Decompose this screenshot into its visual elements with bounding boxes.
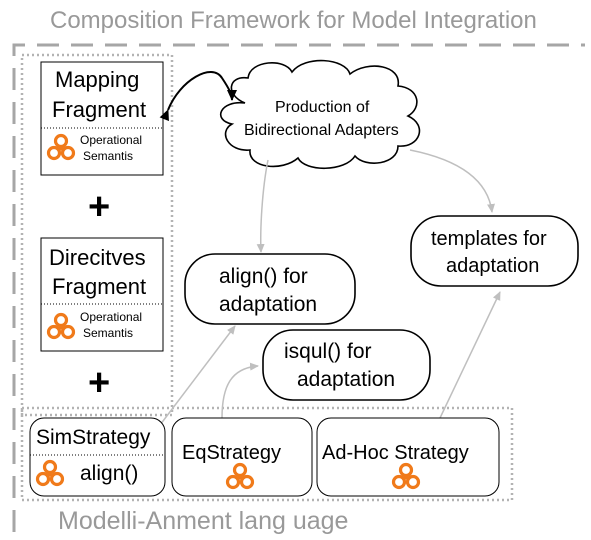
templates-box-line1: templates for — [431, 228, 547, 250]
eq-strategy-label: EqStrategy — [182, 442, 281, 464]
mapping-fragment-line2: Fragment — [52, 97, 147, 122]
directives-fragment-line1: Direcitves — [49, 245, 146, 270]
arrow-cloud-to-align — [256, 159, 269, 253]
mapping-fragment-box — [40, 61, 164, 176]
arrow-sim-to-align — [159, 325, 236, 426]
align-box-line1: align() for — [219, 265, 308, 288]
isequal-box-line2: adaptation — [297, 368, 396, 391]
adhoc-strategy-box — [316, 417, 500, 497]
adapter-production-cloud — [220, 59, 421, 169]
directives-semantics-line2: Semantis — [83, 326, 134, 340]
sim-strategy-box — [29, 417, 166, 497]
isequal-adaptation-box — [262, 329, 431, 401]
fragments-region — [20, 53, 174, 417]
cloud-line1: Production of — [275, 99, 370, 116]
modelling-language-region — [20, 406, 514, 502]
framework-border — [12, 43, 585, 532]
isequal-box-line1: isqul() for — [284, 340, 372, 363]
directives-fragment-line2: Fragment — [52, 274, 147, 299]
framework-title: Composition Framework for Model Integrat… — [50, 7, 537, 34]
plus-sign: + — [88, 186, 111, 228]
adhoc-strategy-label: Ad-Hoc Strategy — [322, 442, 469, 464]
eq-strategy-box — [171, 417, 313, 497]
align-adaptation-box — [184, 253, 356, 325]
bidirectional-arrow — [159, 71, 237, 122]
plus-sign: + — [88, 362, 111, 404]
sim-strategy-label: SimStrategy — [36, 426, 151, 449]
mapping-semantics-line2: Semantis — [83, 149, 134, 163]
mapping-fragment-line1: Mapping — [55, 67, 140, 92]
arrow-adhoc-to-templates — [439, 291, 501, 419]
arrow-cloud-to-templates — [409, 149, 495, 213]
templates-box-line2: adaptation — [446, 255, 540, 277]
sim-strategy-method: align() — [80, 462, 139, 485]
mapping-semantics-line1: Operational — [80, 133, 143, 147]
directives-semantics-line1: Operational — [80, 310, 143, 324]
modelling-language-label: Modelli-Anment lang uage — [58, 507, 349, 535]
cloud-line2: Bidirectional Adapters — [244, 122, 399, 139]
align-box-line2: adaptation — [219, 293, 318, 316]
arrow-eq-to-isequal — [221, 362, 259, 419]
templates-adaptation-box — [410, 215, 579, 287]
